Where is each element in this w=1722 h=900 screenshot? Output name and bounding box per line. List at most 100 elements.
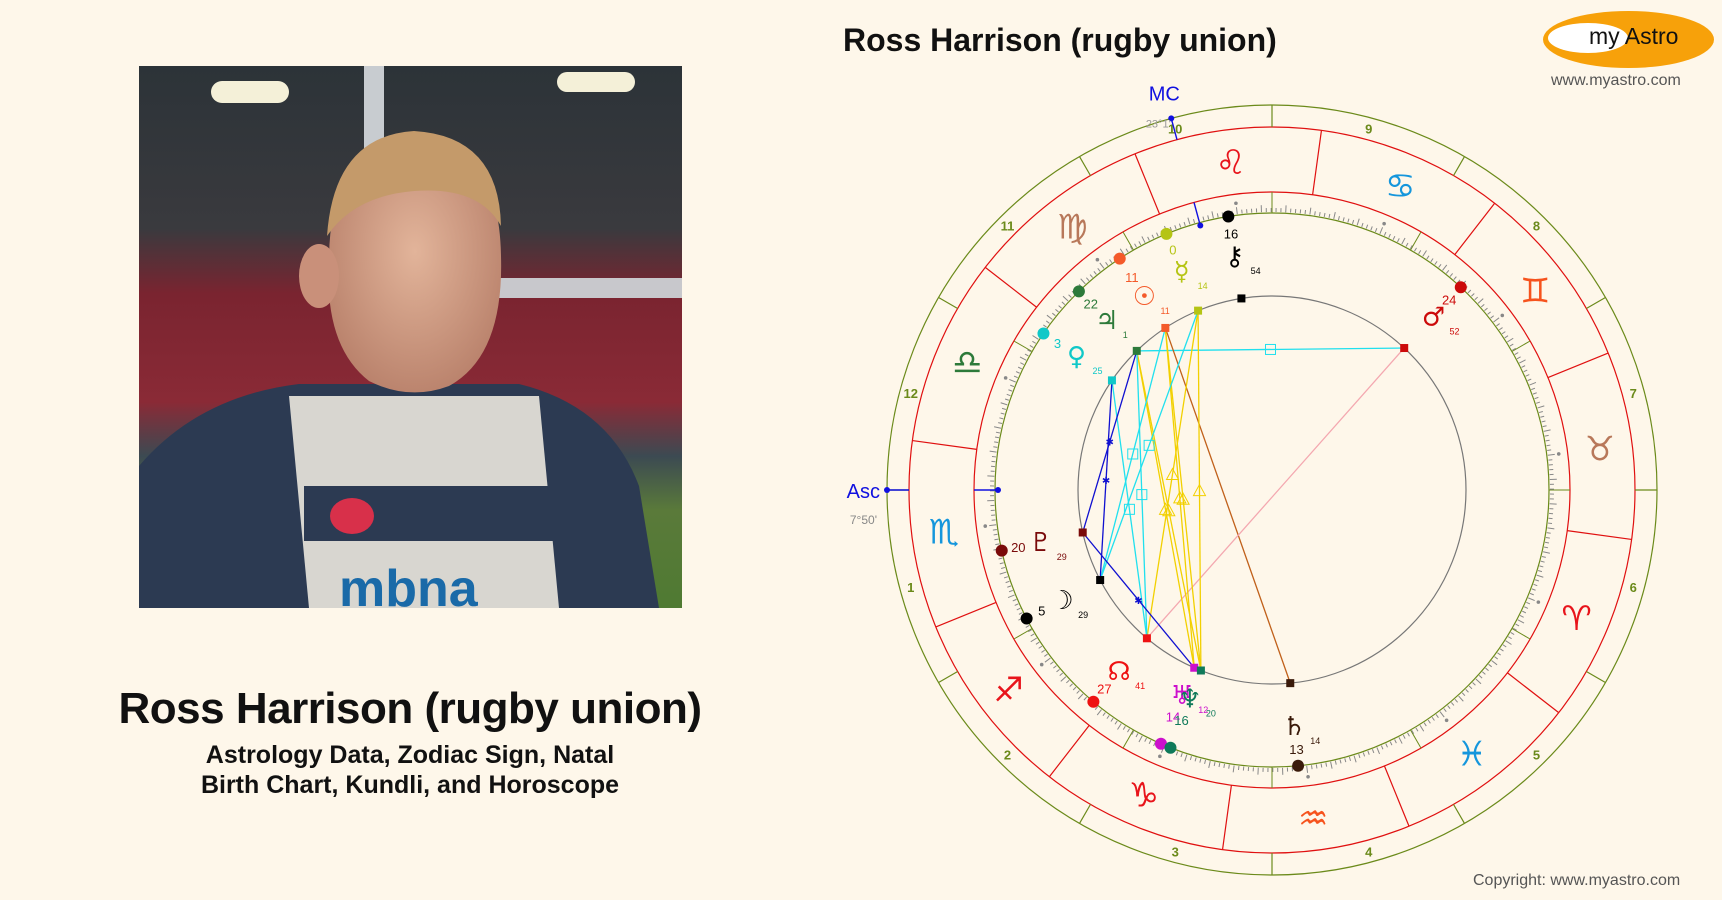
degree-tick: [1072, 686, 1077, 691]
degree-tick: [1065, 679, 1070, 684]
degree-tick: [1480, 303, 1485, 308]
degree-tick: [1008, 389, 1013, 392]
jupiter-position-dot: [1072, 285, 1085, 298]
neptune-minutes: 20: [1206, 708, 1216, 718]
degree-tick: [1027, 629, 1032, 633]
degree-tick: [998, 557, 1003, 560]
degree-marker: [1306, 774, 1310, 779]
degree-tick: [1068, 294, 1072, 298]
degree-tick: [1353, 755, 1357, 763]
degree-tick: [1401, 237, 1406, 245]
degree-tick: [1235, 207, 1238, 215]
degree-tick: [1392, 235, 1396, 240]
house-number: 6: [1630, 580, 1637, 595]
degree-tick: [1499, 648, 1504, 652]
degree-tick: [1543, 429, 1551, 432]
sextile-aspect-icon: ✱: [1106, 438, 1114, 449]
degree-tick: [1477, 298, 1484, 304]
degree-tick: [1397, 238, 1400, 243]
degree-tick: [1323, 212, 1326, 218]
mercury-degree: 0: [1169, 243, 1176, 258]
sign-boundary: [1454, 202, 1496, 255]
degree-tick: [1409, 245, 1413, 250]
degree-tick: [1330, 761, 1333, 769]
uranus-icon: ♅: [1171, 681, 1194, 711]
degree-tick: [1418, 250, 1422, 255]
chart-title: Ross Harrison (rugby union): [843, 22, 1277, 58]
sextile-aspect-icon: ✱: [1102, 476, 1110, 487]
degree-tick: [993, 533, 998, 536]
uranus-aspect-node: [1190, 663, 1199, 672]
degree-tick: [1367, 750, 1370, 755]
degree-tick: [1547, 453, 1555, 456]
house-divider: [1078, 156, 1092, 176]
sign-boundary: [984, 266, 1037, 308]
degree-tick: [1156, 232, 1159, 237]
sun-position-dot: [1113, 252, 1126, 265]
mercury-icon: ☿: [1174, 257, 1190, 287]
degree-tick: [1545, 439, 1550, 442]
house-number: 11: [1001, 219, 1015, 234]
degree-tick: [989, 524, 997, 527]
midheaven-line-inner: [1193, 202, 1201, 226]
mars-icon: ♂: [1422, 303, 1445, 333]
house-cusp-tick: [1013, 340, 1033, 352]
degree-tick: [1449, 273, 1454, 277]
sun-aspect-node: [1161, 323, 1170, 332]
degree-tick: [1519, 359, 1526, 364]
degree-tick: [1032, 340, 1037, 344]
degree-tick: [1044, 657, 1051, 663]
degree-tick: [1546, 444, 1551, 447]
degree-tick: [1526, 601, 1531, 605]
degree-tick: [1131, 730, 1135, 735]
sign-boundary: [1547, 352, 1609, 379]
pluto-icon: ♇: [1029, 528, 1052, 558]
subtitle-line-1: Astrology Data, Zodiac Sign, Natal: [205, 741, 615, 769]
degree-tick: [1062, 295, 1069, 302]
house-number: 7: [1630, 386, 1637, 401]
house-divider: [1452, 156, 1466, 176]
degree-tick: [1228, 764, 1230, 769]
degree-tick: [1482, 671, 1486, 675]
degree-tick: [1110, 717, 1114, 722]
neptune-icon: ♆: [1178, 684, 1201, 714]
house-cusp-tick: [1122, 729, 1134, 749]
profile-name: Ross Harrison (rugby union): [118, 684, 702, 733]
aspect-circle: [1077, 295, 1467, 685]
degree-tick: [1030, 637, 1037, 643]
degree-tick: [1035, 641, 1040, 645]
house-number: 2: [1004, 747, 1011, 762]
degree-tick: [1000, 412, 1005, 415]
degree-tick: [1348, 756, 1352, 761]
degree-tick: [1431, 716, 1435, 721]
sign-virgo-icon: ♍: [1057, 208, 1087, 248]
degree-tick: [1007, 585, 1012, 588]
degree-tick: [1447, 705, 1451, 709]
pluto-position-dot: [995, 544, 1008, 557]
trine-aspect-icon: [1161, 503, 1176, 517]
degree-tick: [1001, 566, 1006, 570]
degree-tick: [1407, 732, 1410, 737]
degree-tick: [1218, 762, 1221, 768]
degree-tick: [1534, 396, 1539, 400]
degree-tick: [1537, 570, 1543, 573]
degree-tick: [1527, 378, 1532, 382]
degree-tick: [1434, 261, 1438, 265]
logo-url-link[interactable]: www.myastro.com: [1551, 72, 1681, 89]
degree-tick: [1328, 213, 1331, 219]
degree-tick: [1435, 714, 1439, 718]
sign-aquarius-icon: ♒: [1298, 799, 1328, 839]
degree-tick: [1507, 337, 1514, 343]
degree-tick: [1365, 224, 1369, 229]
aspect-opposition-line: [1146, 347, 1405, 639]
degree-tick: [1537, 405, 1545, 409]
degree-tick: [1501, 331, 1506, 335]
copyright-text: Copyright: www.myastro.com: [1473, 872, 1681, 889]
degree-tick: [1519, 615, 1524, 618]
degree-tick: [1468, 685, 1473, 690]
degree-tick: [1208, 760, 1211, 768]
square-aspect-icon: [1143, 439, 1155, 451]
degree-tick: [1389, 741, 1393, 746]
degree-tick: [1117, 723, 1122, 730]
myastro-logo[interactable]: my Astro: [1543, 11, 1714, 68]
